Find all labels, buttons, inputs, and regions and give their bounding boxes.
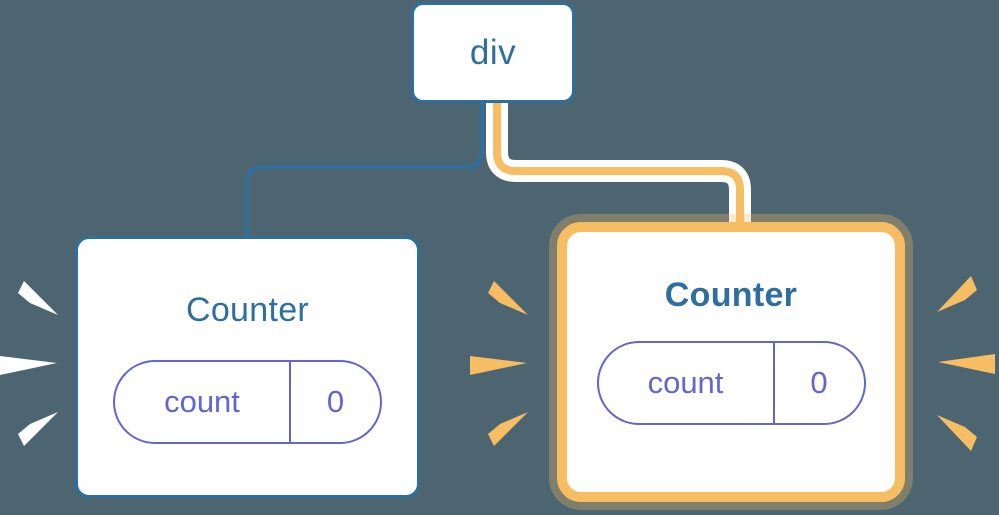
edge-div-to-counter-right: [493, 103, 744, 232]
state-value-right: 0: [772, 343, 864, 423]
ray-orange-left-bottom: [488, 412, 528, 446]
ray-white-bottom: [18, 412, 58, 446]
state-key-right: count: [647, 365, 724, 400]
sparkle-rays-orange-left: [470, 281, 528, 446]
ray-orange-right-top: [937, 276, 977, 312]
node-counter-left-label: Counter: [185, 291, 310, 329]
edge-highlight-halo: [486, 103, 751, 232]
state-value-left: 0: [289, 362, 380, 442]
node-counter-right-label: Counter: [664, 276, 798, 314]
ray-white-middle: [0, 356, 57, 375]
state-pill-left: count 0: [113, 360, 382, 444]
sparkle-rays-white: [0, 281, 58, 446]
sparkle-rays-orange-right: [937, 276, 995, 451]
ray-orange-left-top: [488, 281, 528, 315]
state-pill-right: count 0: [596, 341, 866, 425]
ray-orange-right-bottom: [937, 415, 977, 451]
edge-div-to-counter-left: [245, 103, 484, 238]
ray-orange-right-middle: [938, 354, 995, 374]
state-key-left: count: [164, 384, 240, 419]
node-counter-left[interactable]: Counter count 0: [75, 236, 420, 498]
ray-orange-left-middle: [470, 356, 527, 375]
node-div[interactable]: div: [411, 2, 575, 103]
ray-white-top: [18, 281, 58, 315]
node-div-label: div: [469, 32, 517, 72]
node-counter-right[interactable]: Counter count 0: [557, 222, 905, 502]
